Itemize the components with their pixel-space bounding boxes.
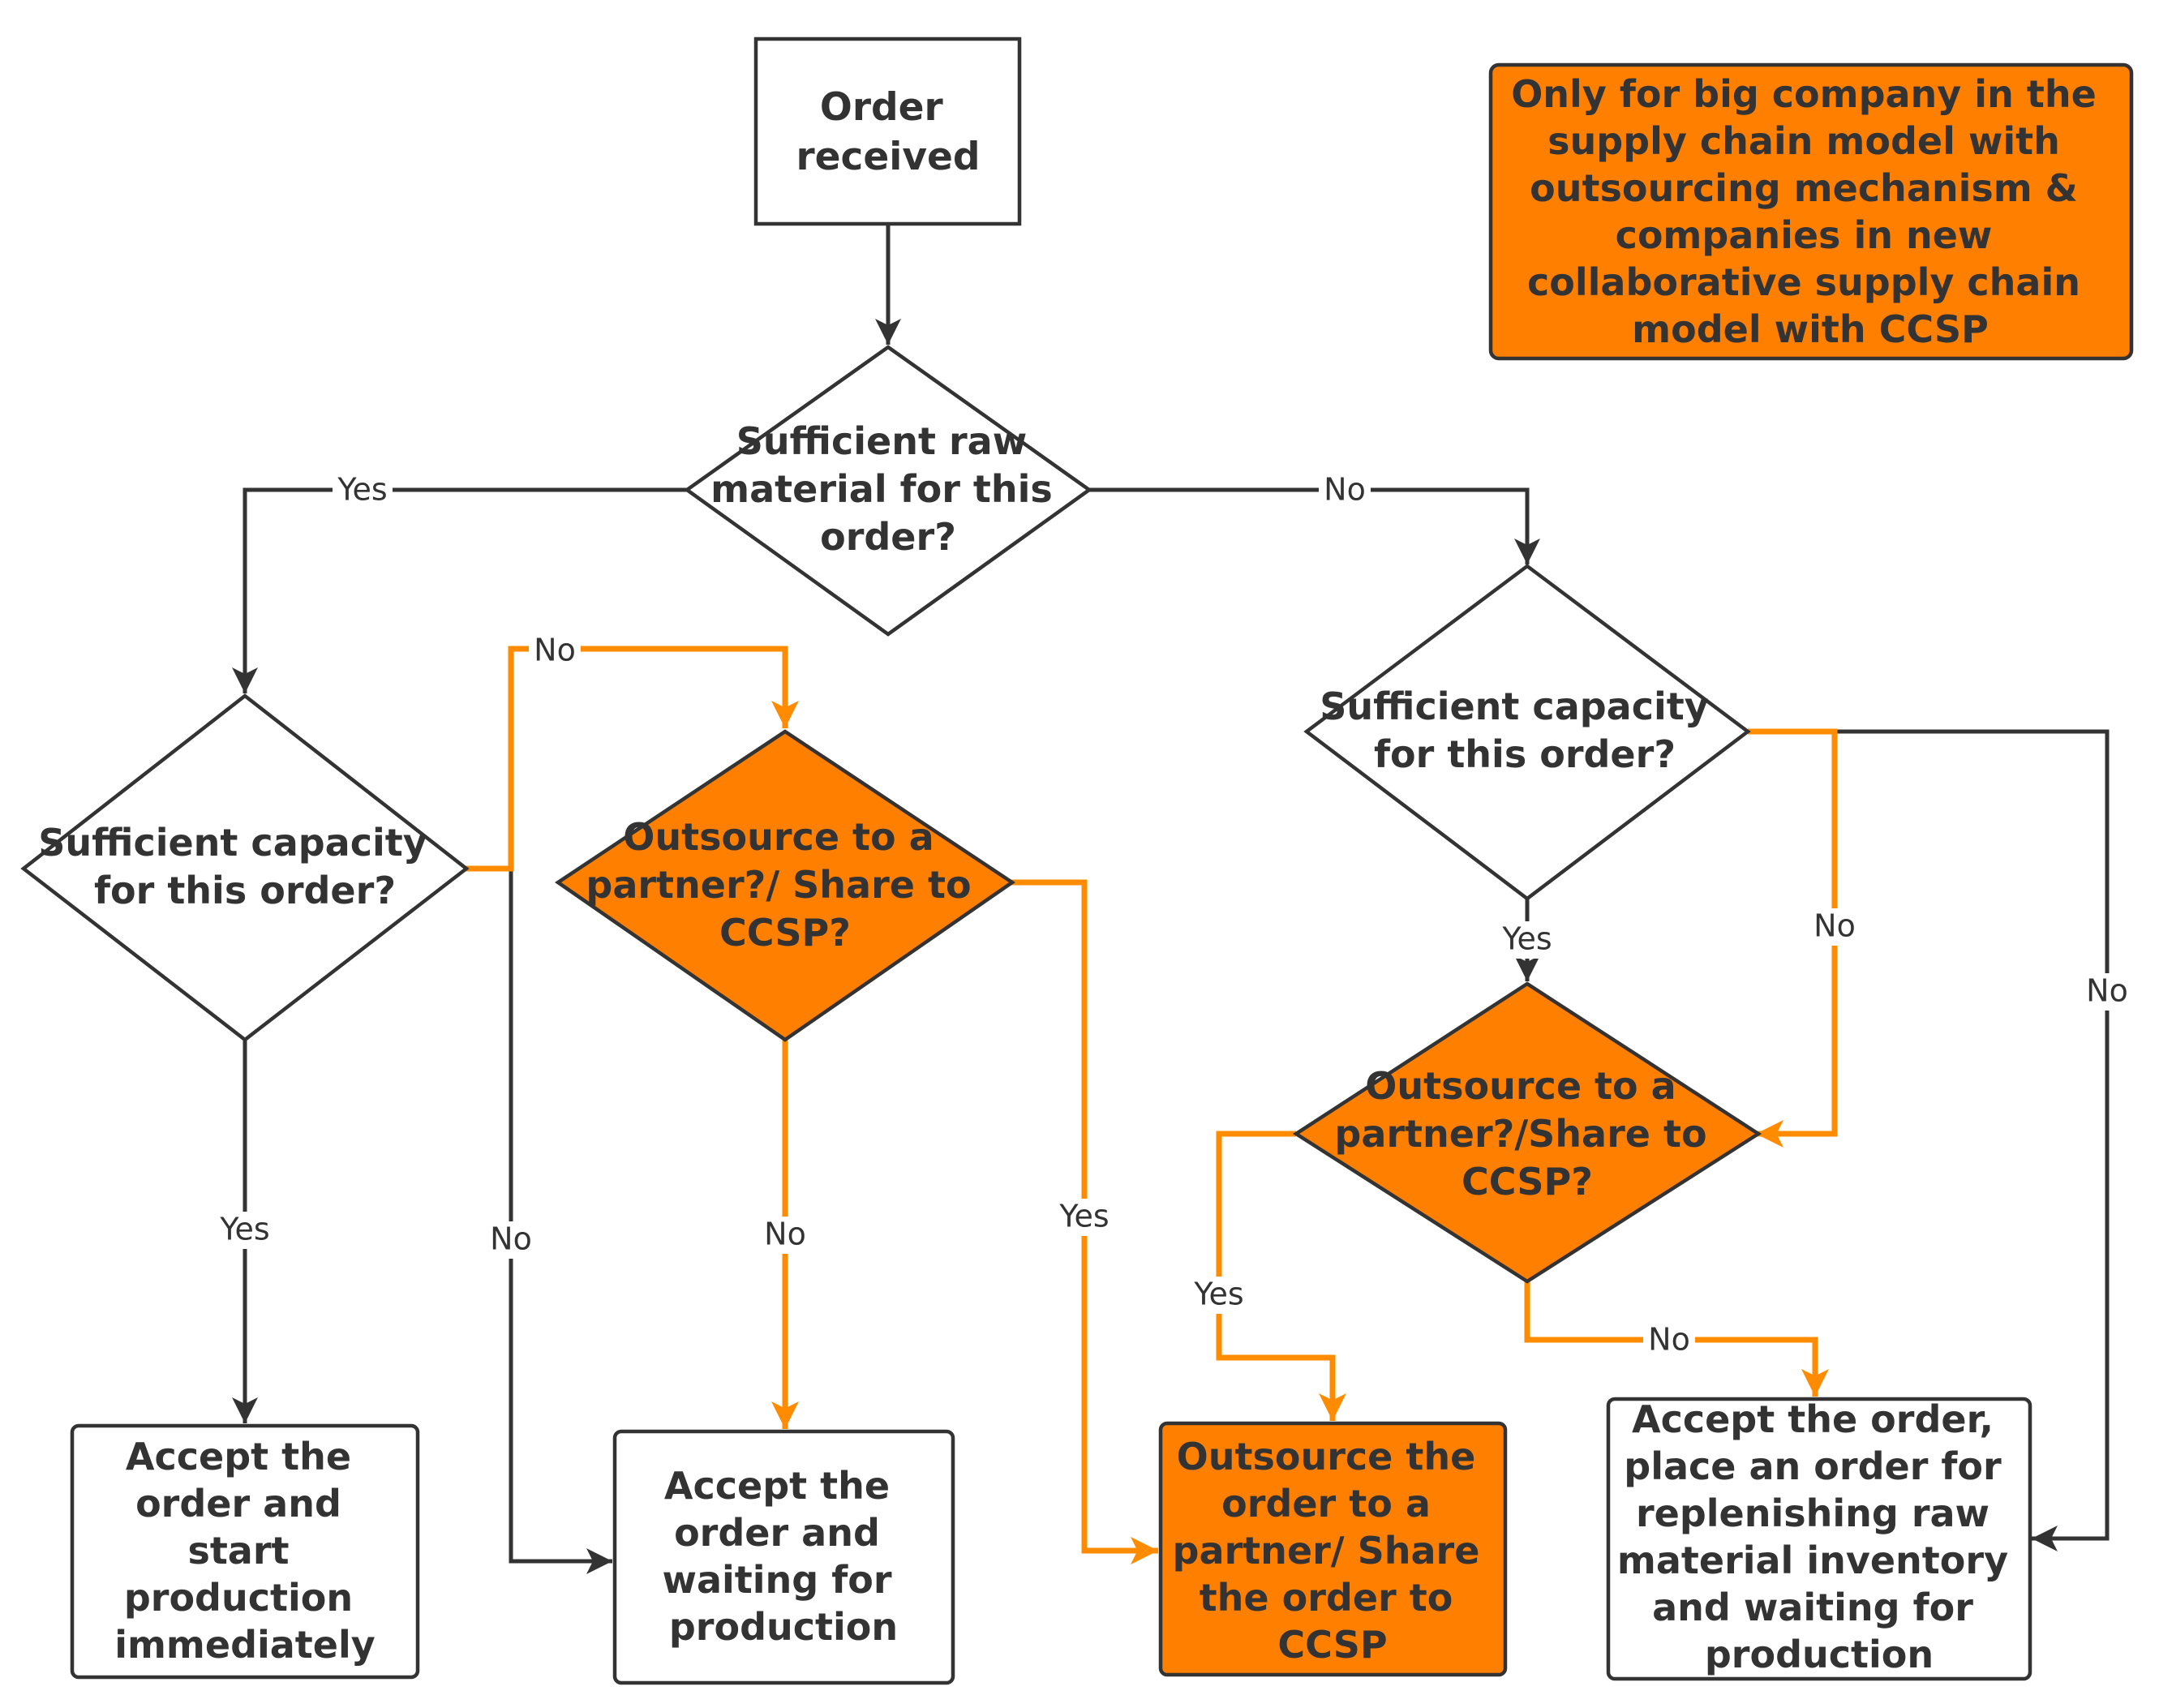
- legend-note: Only for big company in the supply chain…: [1488, 62, 2134, 361]
- node-outsource-decision-right: Outsource to a partner?/Share to CCSP?: [1292, 981, 1762, 1284]
- svg-text:No: No: [764, 1217, 806, 1252]
- node-accept-waiting-production-text: Accept the order and waiting for product…: [662, 1464, 904, 1649]
- legend-note-text: Only for big company in the supply chain…: [1511, 72, 2110, 351]
- label-left-capacity-yes: Yes: [213, 1212, 277, 1249]
- node-capacity-decision-right: Sufficient capacity for this order?: [1303, 564, 1751, 901]
- node-raw-material-decision-text: Sufficient raw material for this order?: [710, 419, 1066, 559]
- label-right-outsource-no: No: [1643, 1322, 1695, 1358]
- svg-text:No: No: [1648, 1322, 1690, 1358]
- node-accept-start-production-text: Accept the order and start production im…: [114, 1435, 376, 1667]
- svg-text:No: No: [534, 633, 576, 668]
- svg-text:Yes: Yes: [1193, 1277, 1243, 1312]
- edge-labels: Yes No No Yes No No Yes Yes: [213, 472, 2133, 1358]
- label-left-capacity-no-waiting: No: [485, 1221, 537, 1259]
- label-left-outsource-no: No: [759, 1217, 811, 1254]
- node-capacity-decision-right-text: Sufficient capacity for this order?: [1320, 684, 1721, 776]
- nodes: Order received Sufficient raw material f…: [20, 36, 2134, 1685]
- edge-right-outsource-yes: [1216, 1131, 1346, 1421]
- node-accept-waiting-production: Accept the order and waiting for product…: [612, 1429, 955, 1685]
- label-left-capacity-no-outsource: No: [529, 633, 581, 668]
- node-outsource-order: Outsource the order to a partner/ Share …: [1158, 1421, 1508, 1677]
- edge-right-capacity-no-replenish: [1748, 729, 2110, 1551]
- svg-text:No: No: [1813, 908, 1856, 944]
- node-accept-start-production: Accept the order and start production im…: [70, 1423, 420, 1680]
- label-raw-yes: Yes: [333, 472, 393, 508]
- node-accept-replenish-text: Accept the order, place an order for rep…: [1617, 1397, 2021, 1676]
- edge-left-capacity-no-waiting: [466, 866, 612, 1574]
- node-raw-material-decision: Sufficient raw material for this order?: [684, 345, 1092, 637]
- node-outsource-decision-left: Outsource to a partner?/ Share to CCSP?: [554, 729, 1016, 1042]
- node-outsource-decision-left-text: Outsource to a partner?/ Share to CCSP?: [586, 815, 984, 955]
- node-accept-replenish: Accept the order, place an order for rep…: [1606, 1397, 2032, 1681]
- svg-text:No: No: [490, 1221, 532, 1257]
- svg-text:No: No: [1324, 472, 1366, 508]
- svg-text:Yes: Yes: [337, 472, 387, 508]
- edge-raw-no: [1088, 487, 1540, 564]
- svg-text:Yes: Yes: [219, 1212, 269, 1247]
- node-outsource-order-text: Outsource the order to a partner/ Share …: [1173, 1435, 1493, 1667]
- node-order-received-text: Order received: [796, 85, 980, 179]
- label-right-capacity-yes: Yes: [1496, 921, 1559, 959]
- label-right-capacity-no-outsource: No: [1809, 908, 1861, 946]
- node-outsource-decision-right-text: Outsource to a partner?/Share to CCSP?: [1334, 1064, 1719, 1204]
- node-capacity-decision-left-text: Sufficient capacity for this order?: [38, 821, 440, 912]
- svg-text:Yes: Yes: [1058, 1199, 1109, 1234]
- label-left-outsource-yes: Yes: [1053, 1199, 1116, 1236]
- node-capacity-decision-left: Sufficient capacity for this order?: [20, 693, 470, 1042]
- svg-text:Yes: Yes: [1501, 921, 1552, 957]
- edge-left-capacity-no-outsource: [466, 646, 799, 872]
- node-order-received: Order received: [753, 36, 1022, 226]
- label-right-capacity-no-replenish: No: [2081, 973, 2133, 1011]
- label-right-outsource-yes: Yes: [1187, 1277, 1251, 1314]
- svg-text:No: No: [2086, 973, 2128, 1009]
- label-raw-no: No: [1319, 472, 1371, 508]
- edges: [232, 225, 2110, 1574]
- edge-raw-yes: [232, 487, 688, 693]
